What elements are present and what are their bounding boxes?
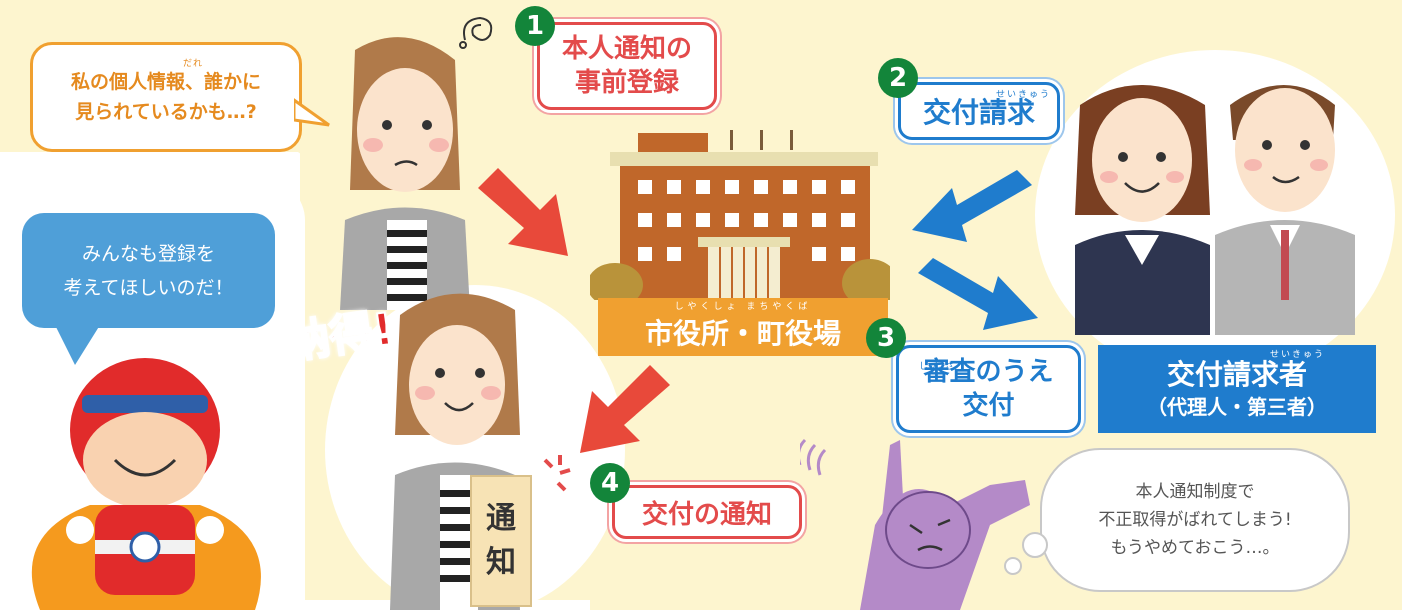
thought-line-3: もうやめておこう…。 xyxy=(1110,538,1280,558)
worry-speech-bubble: だれ 私の個人情報、誰かに 見られているかも…? xyxy=(30,42,302,152)
requester-box: せいきゅう 交付請求者 （代理人・第三者） xyxy=(1098,345,1376,433)
thought-dot-1 xyxy=(1022,532,1048,558)
step-2-box: せいきゅう 交付請求 xyxy=(898,82,1060,140)
mascot-line-1: みんなも登録を xyxy=(81,242,215,265)
thought-bubble: 本人通知制度で 不正取得がばれてしまう! もうやめておこう…。 xyxy=(1040,448,1350,592)
step-1-line-1: 本人通知の xyxy=(561,34,692,64)
mascot-speech-bubble: みんなも登録を 考えてほしいのだ！ xyxy=(22,213,275,328)
arrow-blue-icon xyxy=(912,170,1032,242)
mascot-line-2: 考えてほしいのだ！ xyxy=(63,276,234,299)
step-3-line-1: 審査のうえ xyxy=(923,357,1054,387)
mascot-bubble-tail xyxy=(55,325,100,365)
step-3-line-2: 交付 xyxy=(962,391,1015,421)
arrow-blue-right-icon xyxy=(918,258,1038,330)
step-4-line-1: 交付の通知 xyxy=(641,499,772,530)
requester-line-2: （代理人・第三者） xyxy=(1147,395,1327,419)
thought-line-2: 不正取得がばれてしまう! xyxy=(1098,510,1292,530)
thought-line-1: 本人通知制度で xyxy=(1135,482,1255,502)
office-label: しやくしょ まちやくば 市役所・町役場 xyxy=(598,298,888,356)
arrow-red-down-icon xyxy=(580,365,670,453)
worry-scribble-icon xyxy=(459,16,493,49)
step-2-badge: 2 xyxy=(878,58,918,98)
thought-dot-2 xyxy=(1004,557,1022,575)
worry-bubble-tail xyxy=(294,98,330,127)
requester-ruby: せいきゅう xyxy=(1270,350,1326,360)
worry-line-1: 私の個人情報、誰かに xyxy=(70,71,261,93)
notice-paper: 通 知 xyxy=(470,475,532,607)
step-4-box: 交付の通知 xyxy=(612,485,802,539)
notice-paper-char-2: 知 xyxy=(486,545,516,580)
step-3-ruby: しんさ xyxy=(919,362,959,372)
step-3-box: しんさ 審査のうえ 交付 xyxy=(896,345,1081,433)
worry-line-2: 見られているかも…? xyxy=(75,101,257,123)
step-3-badge: 3 xyxy=(866,318,906,358)
step-1-box: 本人通知の 事前登録 xyxy=(537,22,717,110)
step-1-line-2: 事前登録 xyxy=(574,68,679,98)
notice-paper-char-1: 通 xyxy=(486,501,516,536)
sparkle-icon xyxy=(543,455,571,492)
worry-ruby: だれ xyxy=(183,59,204,69)
building-icon xyxy=(590,130,890,300)
woman-icon xyxy=(340,37,470,310)
step-2-line-1: 交付請求 xyxy=(922,96,1035,129)
requester-line-1: 交付請求者 xyxy=(1166,358,1307,391)
office-text: 市役所・町役場 xyxy=(644,317,841,350)
purple-figure-icon xyxy=(800,438,1030,610)
hero-mascot-icon xyxy=(31,358,261,610)
step-2-ruby: せいきゅう xyxy=(996,90,1052,100)
office-ruby: しやくしょ まちやくば xyxy=(674,302,812,312)
arrow-red-icon xyxy=(478,168,568,256)
couple-icon xyxy=(1075,85,1355,335)
step-1-badge: 1 xyxy=(515,6,555,46)
step-4-badge: 4 xyxy=(590,463,630,503)
